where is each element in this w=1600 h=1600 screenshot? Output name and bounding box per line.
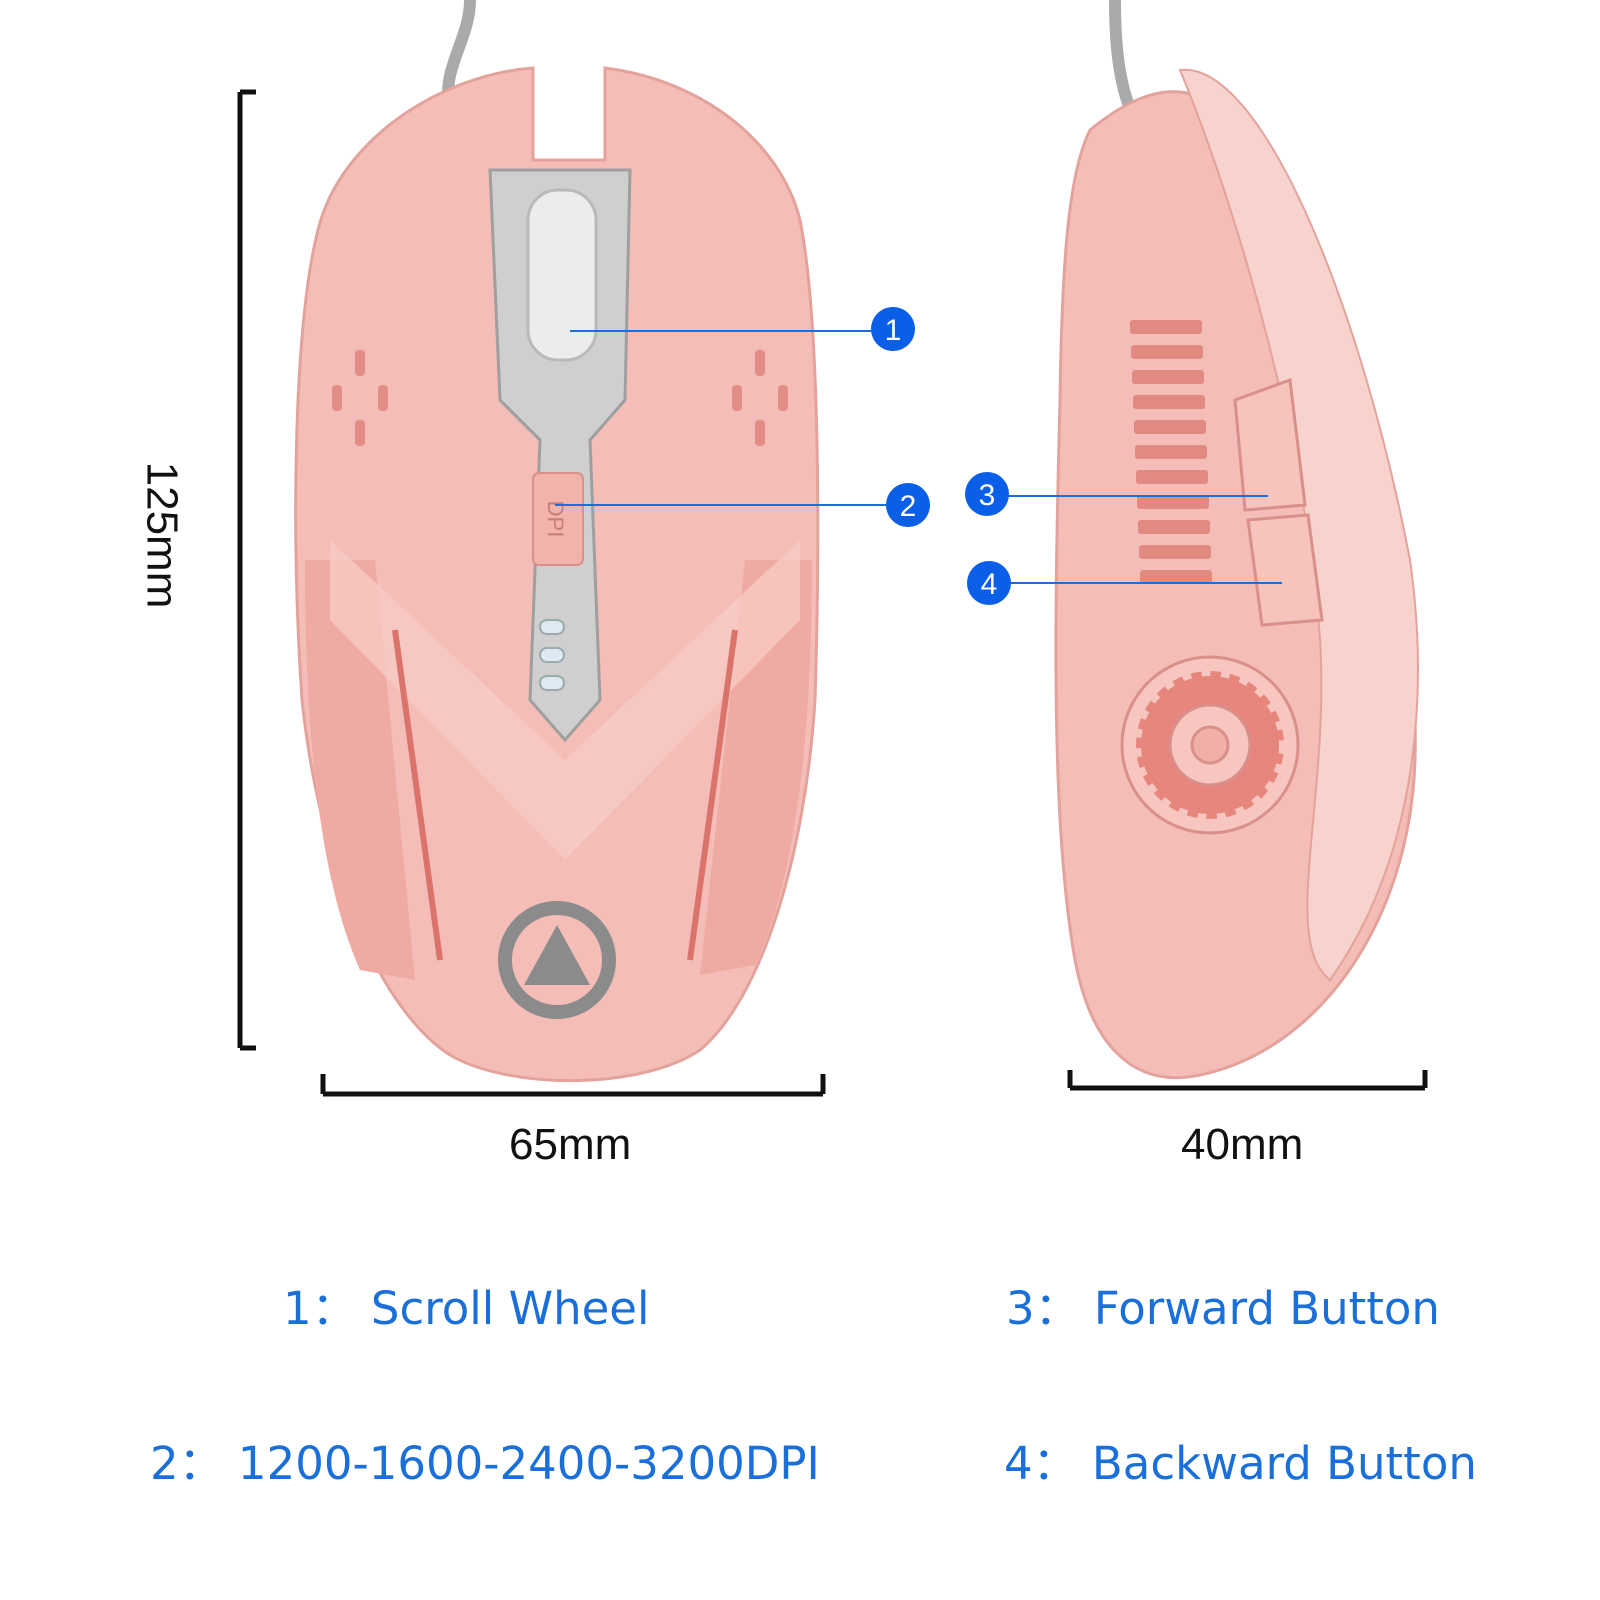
callout-2-number: 2 bbox=[900, 490, 917, 523]
legend-item-1: 1： Scroll Wheel bbox=[283, 1282, 650, 1335]
mouse-top-view: DPI bbox=[294, 66, 820, 1083]
legend-item-4: 4： Backward Button bbox=[1004, 1437, 1477, 1490]
dpi-button bbox=[532, 472, 584, 566]
mouse-side-view bbox=[1054, 68, 1419, 1080]
mouse-top-right-panel bbox=[700, 560, 812, 975]
mouse-top-vent-left bbox=[332, 350, 388, 446]
callout-2: 2 bbox=[886, 483, 930, 527]
scroll-wheel bbox=[526, 188, 598, 362]
callout-3-number: 3 bbox=[979, 479, 996, 512]
side-fan-icon bbox=[1120, 655, 1300, 835]
dpi-led bbox=[539, 619, 565, 635]
backward-side-button bbox=[1246, 513, 1324, 627]
width-side-dimension-label: 40mm bbox=[1181, 1120, 1304, 1169]
mouse-top-chevron bbox=[330, 540, 800, 860]
dimension-line-width-side bbox=[1067, 1070, 1428, 1091]
mouse-side-grip bbox=[1130, 320, 1212, 584]
mouse-top-accent-left bbox=[392, 629, 443, 961]
callout-4: 4 bbox=[967, 561, 1011, 605]
width-top-dimension-label: 65mm bbox=[509, 1120, 632, 1169]
dpi-button-label: DPI bbox=[543, 501, 568, 538]
mouse-top-left-panel bbox=[305, 560, 415, 980]
callout-1: 1 bbox=[871, 307, 915, 351]
dimension-line-height bbox=[237, 89, 256, 1051]
mouse-top-vent-right bbox=[732, 350, 788, 446]
height-dimension-label: 125mm bbox=[137, 461, 187, 609]
callout-4-number: 4 bbox=[981, 568, 998, 601]
legend-item-2: 2： 1200-1600-2400-3200DPI bbox=[150, 1437, 820, 1490]
dpi-led bbox=[539, 675, 565, 691]
dimension-line-width-top bbox=[320, 1074, 826, 1097]
brand-logo-icon bbox=[498, 901, 616, 1019]
dpi-led bbox=[539, 647, 565, 663]
callout-3: 3 bbox=[965, 472, 1009, 516]
forward-side-button bbox=[1233, 377, 1307, 512]
mouse-top-accent-right bbox=[687, 629, 738, 961]
legend-item-3: 3： Forward Button bbox=[1006, 1282, 1440, 1335]
callout-1-number: 1 bbox=[885, 314, 902, 347]
